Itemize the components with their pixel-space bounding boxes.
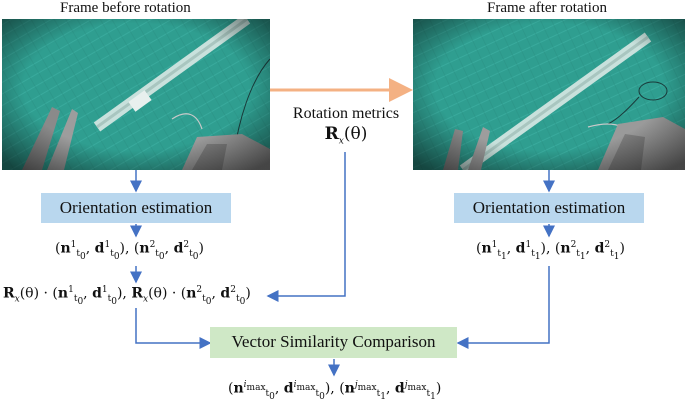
arrow-rotated-to-similarity bbox=[135, 308, 212, 349]
vector-similarity-comparison: Vector Similarity Comparison bbox=[210, 327, 457, 358]
vector-pair-t0: (n1t0, d1t0), (n2t0, d2t0) bbox=[55, 240, 204, 263]
vector-pair-t1: (n1t1, d1t1), (n2t1, d2t1) bbox=[476, 240, 625, 263]
arrow-vec-right-to-similarity bbox=[456, 266, 550, 349]
orientation-estimation-left: Orientation estimation bbox=[41, 193, 231, 223]
frame-before-image bbox=[2, 19, 270, 170]
arrow-rotation-to-rotated bbox=[266, 152, 346, 302]
orientation-estimation-right: Orientation estimation bbox=[454, 193, 644, 223]
frame-after-image bbox=[413, 19, 685, 170]
right-frame-caption: Frame after rotation bbox=[487, 0, 607, 16]
rotation-metrics-label: Rotation metrics bbox=[292, 105, 400, 122]
left-frame-caption: Frame before rotation bbox=[60, 0, 191, 16]
rotation-symbol: Rx(θ) bbox=[324, 124, 368, 147]
output-vector-pair: (nimaxt0, dimaxt0), (njmaxt1, djmaxt1) bbox=[228, 380, 442, 403]
rotated-vector-pair: Rx(θ) · (n1t0, d1t0), Rx(θ) · (n2t0, d2t… bbox=[3, 285, 251, 308]
